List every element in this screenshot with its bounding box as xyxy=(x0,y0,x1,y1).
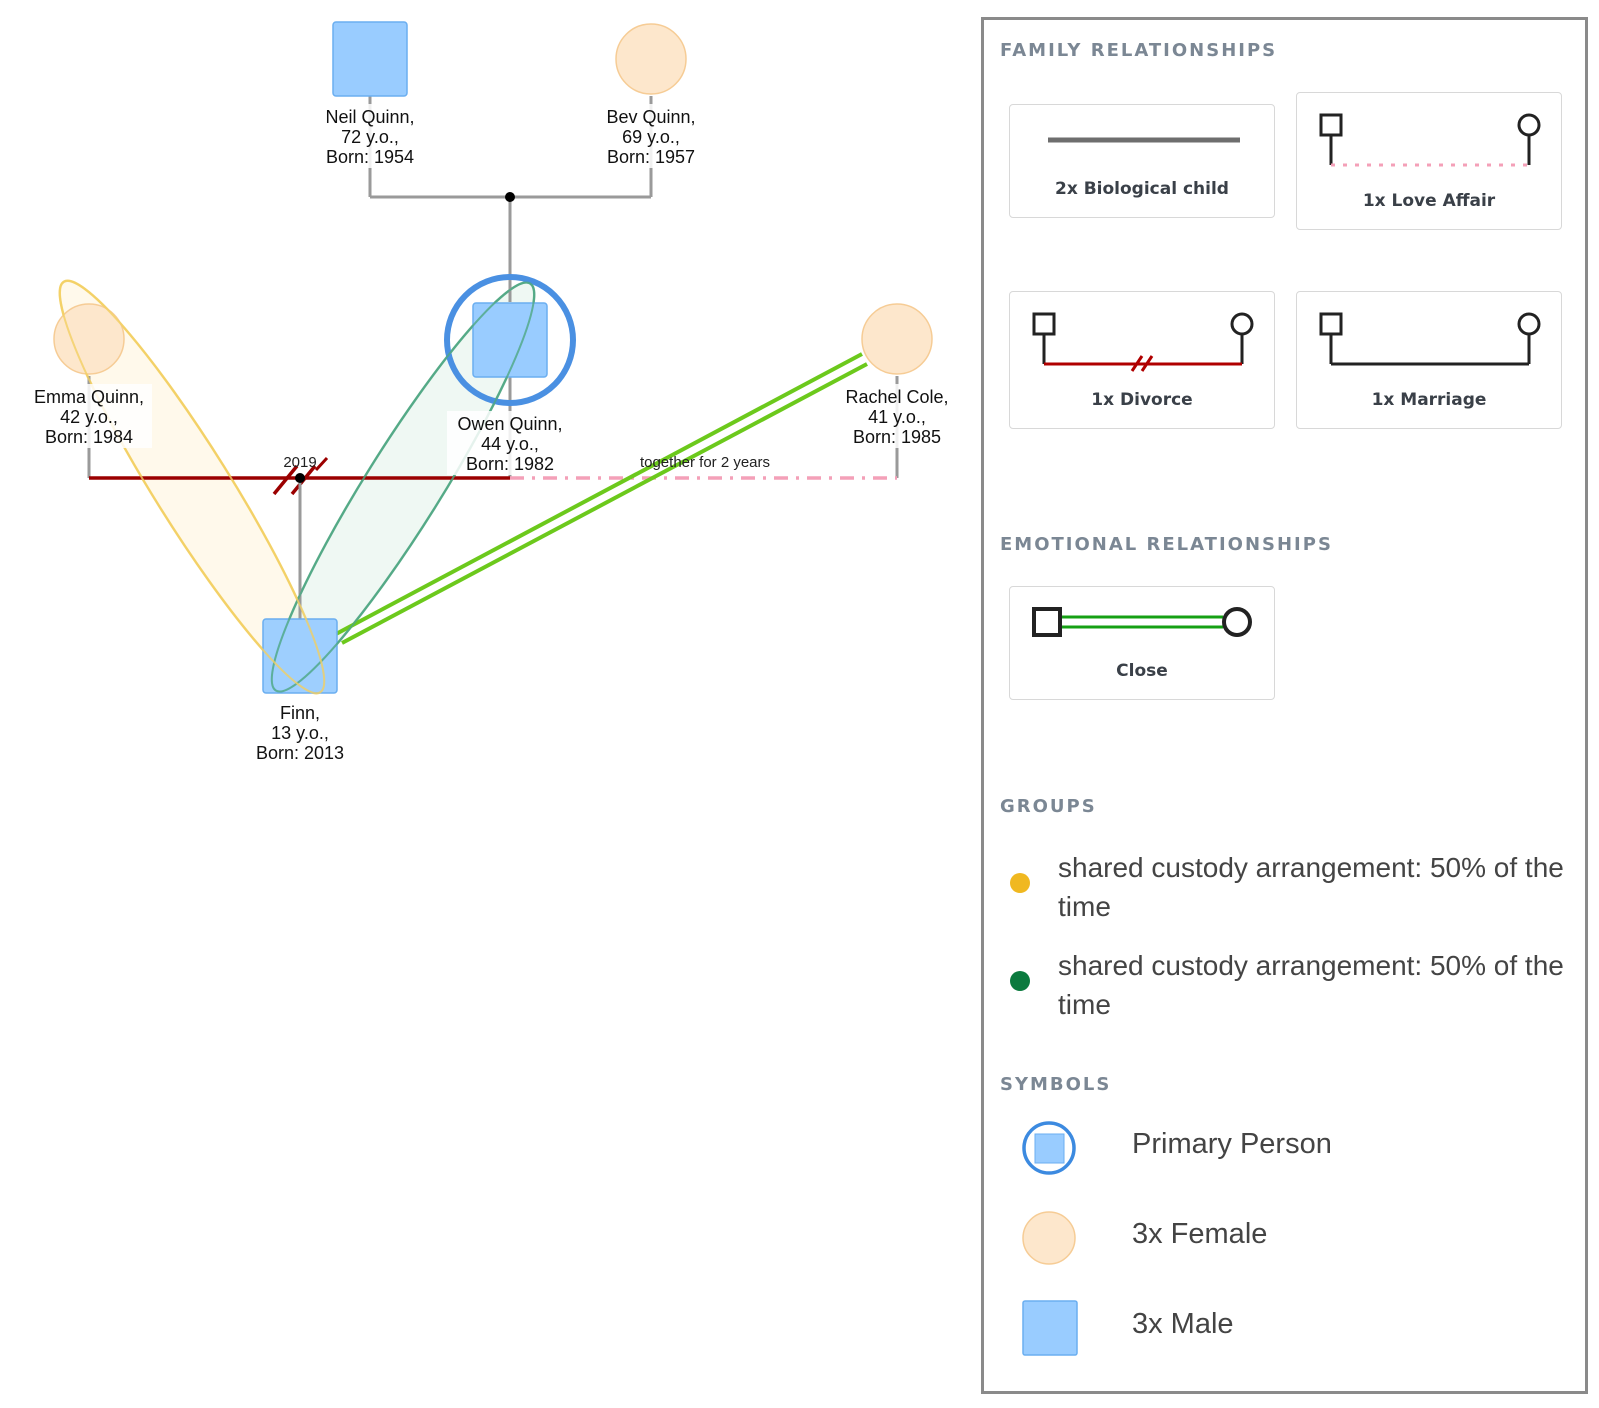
label-bg-emma xyxy=(28,384,152,448)
legend-card-label: 1x Divorce xyxy=(1091,390,1193,410)
divorce-line-icon xyxy=(1032,312,1254,372)
label-bg-neil xyxy=(316,104,424,168)
love-affair-line-icon xyxy=(1319,113,1541,167)
symbol-row-female: 3x Female xyxy=(1022,1208,1522,1268)
label-bg-rachel xyxy=(838,384,958,448)
symbols-title: SYMBOLS xyxy=(1000,1074,1112,1095)
person-label-rachel: Rachel Cole, 41 y.o., Born: 1985 xyxy=(845,387,948,447)
person-age: 44 y.o., xyxy=(481,434,539,454)
group-dot-icon xyxy=(1010,971,1030,991)
person-symbol-neil[interactable] xyxy=(332,21,408,97)
genogram-diagram: Neil Quinn, 72 y.o., Born: 1954 Bev Quin… xyxy=(28,21,958,764)
person-born: Born: 2013 xyxy=(256,743,344,763)
group-label: shared custody arrangement: 50% of the t… xyxy=(1058,950,1564,1020)
person-born: Born: 1954 xyxy=(326,147,414,167)
symbol-label: 3x Female xyxy=(1132,1218,1268,1250)
person-label-neil: Neil Quinn, 72 y.o., Born: 1954 xyxy=(325,107,414,167)
symbol-row-primary: Primary Person xyxy=(1022,1118,1522,1178)
person-age: 42 y.o., xyxy=(60,407,118,427)
person-born: Born: 1985 xyxy=(853,427,941,447)
legend-card-marriage[interactable]: 1x Marriage xyxy=(1296,291,1562,429)
male-symbol-icon xyxy=(1022,1300,1078,1356)
group-label: shared custody arrangement: 50% of the t… xyxy=(1058,852,1564,922)
person-born: Born: 1982 xyxy=(466,454,554,474)
person-label-finn: Finn, 13 y.o., Born: 2013 xyxy=(256,703,344,763)
person-symbol-rachel[interactable] xyxy=(861,303,933,375)
marriage-line-icon xyxy=(1319,312,1541,366)
group-ellipse-green-outline xyxy=(270,281,536,693)
child-junction-dot xyxy=(295,473,305,483)
symbol-label: 3x Male xyxy=(1132,1308,1234,1340)
person-label-bev: Bev Quinn, 69 y.o., Born: 1957 xyxy=(606,107,695,167)
group-dot-icon xyxy=(1010,873,1030,893)
divorce-year-label: 2019 xyxy=(283,454,316,471)
family-relationships-title: FAMILY RELATIONSHIPS xyxy=(1000,40,1278,61)
legend-card-label: 1x Marriage xyxy=(1371,390,1487,410)
person-symbol-emma[interactable] xyxy=(53,303,125,375)
person-name: Emma Quinn, xyxy=(34,387,144,407)
groups-title: GROUPS xyxy=(1000,796,1097,817)
close-line-icon xyxy=(1032,607,1252,637)
legend-card-label: 2x Biological child xyxy=(1055,179,1229,199)
label-bg-bev xyxy=(597,104,705,168)
person-name: Neil Quinn, xyxy=(325,107,414,127)
symbol-label: Primary Person xyxy=(1132,1128,1332,1160)
parents-junction-dot xyxy=(505,192,515,202)
divorce-slash-accent xyxy=(314,456,329,472)
close-relationship-line[interactable] xyxy=(335,352,868,645)
person-age: 69 y.o., xyxy=(622,127,680,147)
legend-panel: FAMILY RELATIONSHIPS 2x Biological child… xyxy=(981,17,1588,1394)
label-bg-owen xyxy=(447,411,573,475)
person-age: 13 y.o., xyxy=(271,723,329,743)
person-born: Born: 1957 xyxy=(607,147,695,167)
person-name: Owen Quinn, xyxy=(457,414,562,434)
primary-person-ring xyxy=(444,274,576,406)
legend-card-love-affair[interactable]: 1x Love Affair xyxy=(1296,92,1562,230)
legend-card-close[interactable]: Close xyxy=(1009,586,1275,700)
female-symbol-icon xyxy=(1022,1211,1076,1265)
person-age: 72 y.o., xyxy=(341,127,399,147)
person-name: Finn, xyxy=(280,703,320,723)
person-born: Born: 1984 xyxy=(45,427,133,447)
group-ellipse-yellow-outline xyxy=(58,279,326,695)
person-label-owen: Owen Quinn, 44 y.o., Born: 1982 xyxy=(457,414,562,474)
person-age: 41 y.o., xyxy=(868,407,926,427)
person-name: Rachel Cole, xyxy=(845,387,948,407)
love-affair-label: together for 2 years xyxy=(640,454,770,471)
symbol-row-male: 3x Male xyxy=(1022,1298,1522,1358)
label-bg-finn xyxy=(248,700,352,764)
legend-card-biological-child[interactable]: 2x Biological child xyxy=(1009,104,1275,218)
legend-card-label: Close xyxy=(1116,661,1168,681)
biological-child-line-icon xyxy=(1048,137,1240,143)
primary-person-icon xyxy=(1022,1121,1076,1175)
person-label-emma: Emma Quinn, 42 y.o., Born: 1984 xyxy=(34,387,144,447)
person-name: Bev Quinn, xyxy=(606,107,695,127)
emotional-relationships-title: EMOTIONAL RELATIONSHIPS xyxy=(1000,534,1333,555)
legend-card-divorce[interactable]: 1x Divorce xyxy=(1009,291,1275,429)
person-symbol-bev[interactable] xyxy=(615,23,687,95)
legend-card-label: 1x Love Affair xyxy=(1362,191,1496,211)
